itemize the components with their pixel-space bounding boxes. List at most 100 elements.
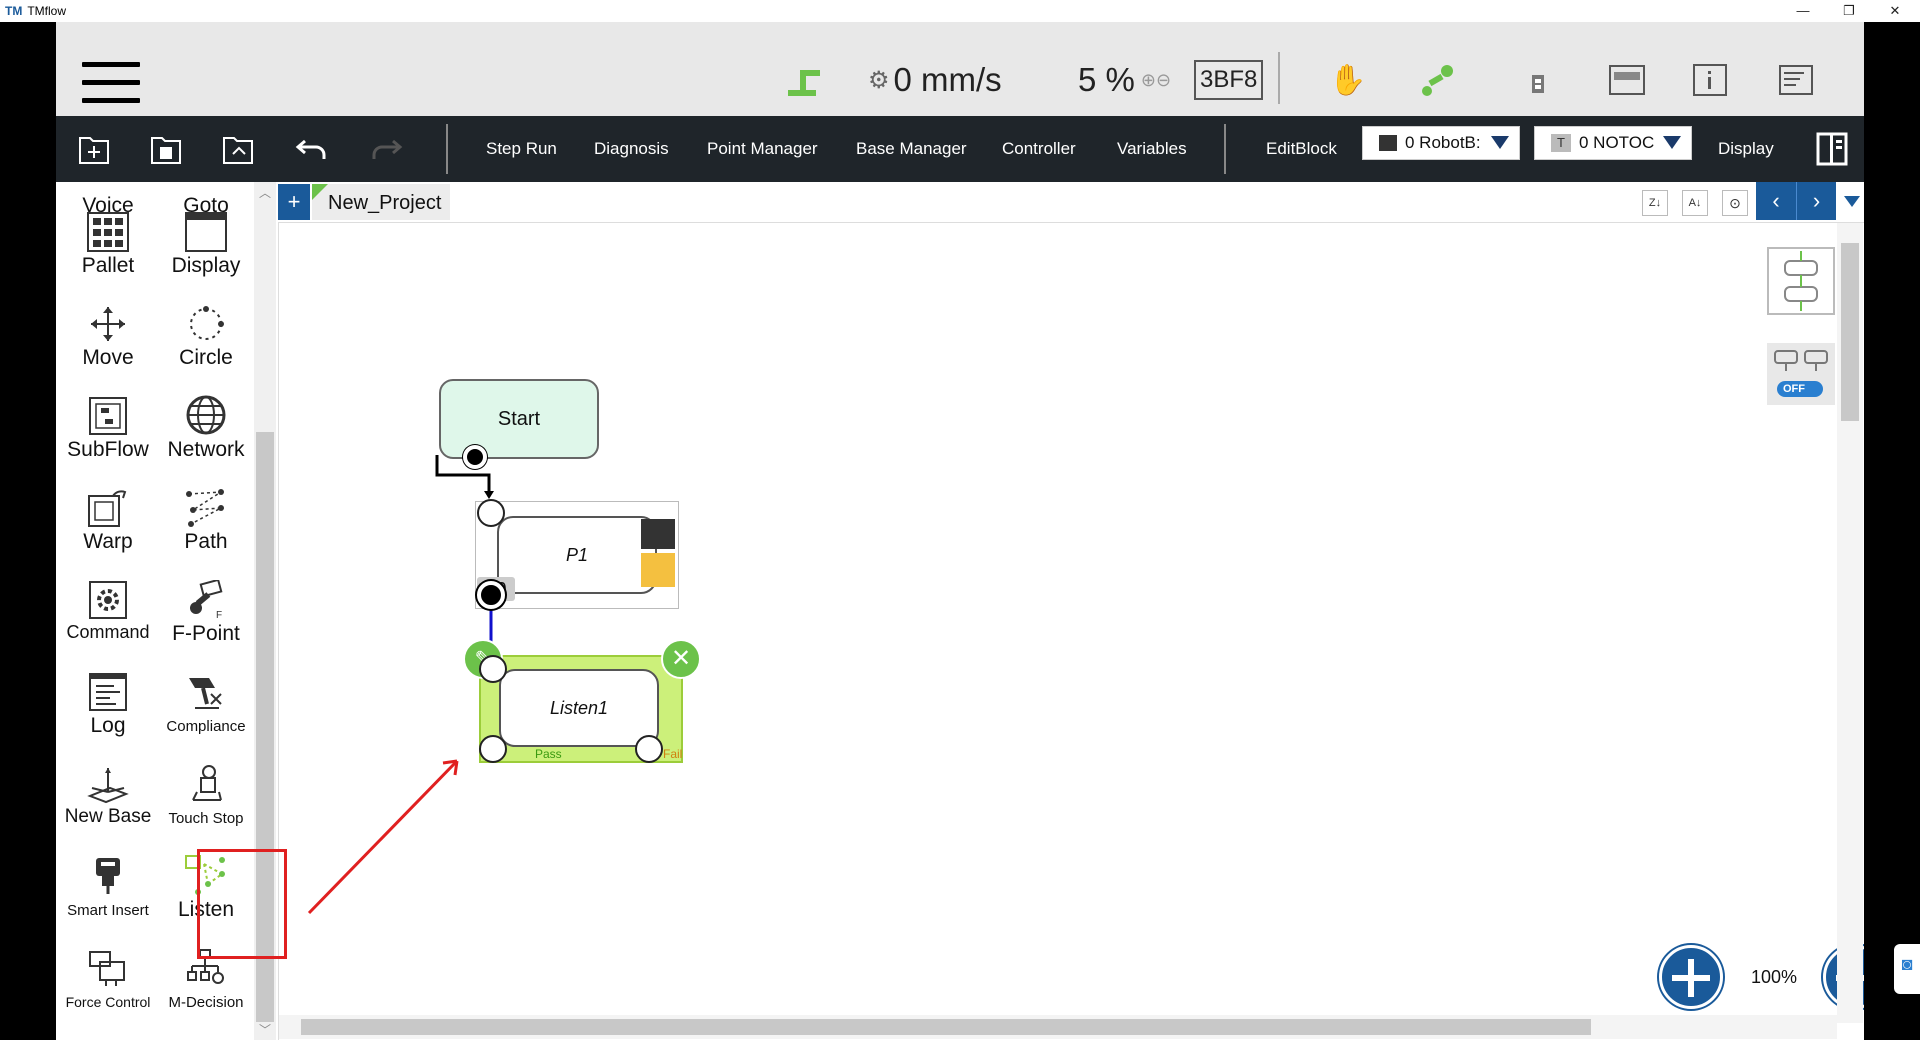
start-out-port[interactable]: [463, 445, 487, 469]
compliance-icon: [160, 662, 252, 712]
chevron-down-icon: [1663, 136, 1681, 149]
robot-pose-icon[interactable]: [1419, 58, 1457, 102]
listen-fail-port[interactable]: [635, 735, 663, 763]
node-touch-stop[interactable]: Touch Stop: [160, 754, 252, 844]
notes-icon[interactable]: [1778, 58, 1814, 102]
screen-icon[interactable]: [1608, 58, 1646, 102]
canvas-vertical-scrollbar[interactable]: [1837, 223, 1863, 1023]
globe-icon: [160, 386, 252, 436]
sort-za-icon[interactable]: A↓: [1682, 190, 1708, 216]
tab-new-project[interactable]: New_Project: [312, 184, 450, 220]
scrollbar-thumb[interactable]: [256, 432, 274, 1022]
plus-icon-vertical: [1688, 959, 1694, 997]
listen-pass-port[interactable]: [479, 735, 507, 763]
undo-icon[interactable]: [292, 116, 332, 182]
node-command[interactable]: Command: [62, 570, 154, 660]
display-button[interactable]: Display: [1718, 139, 1774, 158]
speed-percent: 5 % ⊕⊖: [1078, 58, 1171, 102]
canvas-horizontal-scrollbar[interactable]: [279, 1015, 1837, 1039]
edit-block-button[interactable]: EditBlock: [1266, 139, 1337, 158]
close-icon[interactable]: ✕: [1889, 3, 1901, 18]
add-tab-button[interactable]: +: [278, 184, 310, 220]
speed-adjust-icon[interactable]: ⊕⊖: [1140, 69, 1172, 90]
node-compliance[interactable]: Compliance: [160, 662, 252, 752]
tcp-select[interactable]: T 0 NOTOC: [1534, 126, 1692, 160]
node-pallet[interactable]: Pallet: [62, 202, 154, 292]
search-node-icon[interactable]: ⊙: [1722, 190, 1748, 216]
status-code: 3BF8: [1194, 60, 1264, 100]
toolbar-separator: [1224, 124, 1226, 174]
node-subflow[interactable]: SubFlow: [62, 386, 154, 476]
diagnosis-button[interactable]: Diagnosis: [594, 139, 669, 158]
layout-panel-icon[interactable]: [1812, 116, 1852, 182]
node-log[interactable]: Log: [62, 662, 154, 752]
variables-button[interactable]: Variables: [1117, 139, 1187, 158]
node-label: Smart Insert: [67, 902, 149, 919]
node-move[interactable]: Move: [62, 294, 154, 384]
step-run-button[interactable]: Step Run: [486, 139, 557, 158]
info-icon[interactable]: [1692, 58, 1728, 102]
delete-node-button[interactable]: ✕: [661, 639, 701, 679]
sort-az-icon[interactable]: Z↓: [1642, 190, 1668, 216]
p1-in-port[interactable]: [477, 499, 505, 527]
node-smart-insert[interactable]: Smart Insert: [62, 846, 154, 936]
tab-list-dropdown[interactable]: [1840, 182, 1864, 220]
controller-button[interactable]: Controller: [1002, 139, 1076, 158]
start-node[interactable]: Start: [439, 379, 599, 459]
start-label: Start: [497, 408, 541, 430]
title-bar: TM TMflow — ❐ ✕: [0, 0, 1920, 22]
zoom-in-button[interactable]: [1659, 945, 1723, 1009]
point-manager-button[interactable]: Point Manager: [707, 139, 818, 158]
node-label: SubFlow: [67, 438, 149, 461]
node-voice[interactable]: Voice: [62, 182, 154, 232]
status-header: ⚙ 0 mm/s 5 % ⊕⊖ 3BF8 ✋: [56, 22, 1864, 116]
listen-highlight-box: [197, 849, 287, 959]
minimize-icon[interactable]: —: [1796, 3, 1810, 18]
new-project-icon[interactable]: [74, 116, 114, 182]
node-warp[interactable]: Warp: [62, 478, 154, 568]
app-logo: TM: [5, 4, 23, 18]
open-project-icon[interactable]: [218, 116, 258, 182]
scroll-up-icon[interactable]: ︿: [258, 186, 271, 200]
save-project-icon[interactable]: [146, 116, 186, 182]
subflow-icon: [62, 386, 154, 436]
auto-layout-toggle[interactable]: OFF: [1767, 343, 1835, 405]
scrollbar-thumb[interactable]: [1841, 243, 1859, 421]
node-new-base[interactable]: New Base: [62, 754, 154, 844]
restore-icon[interactable]: ❐: [1843, 3, 1855, 18]
node-label: Voice: [82, 194, 134, 217]
project-tab-bar: + New_Project Z↓ A↓ ⊙ ‹ ›: [278, 182, 1864, 222]
circle-dots-icon: [160, 294, 252, 344]
node-circle[interactable]: Circle: [160, 294, 252, 384]
p1-node[interactable]: P1: [497, 516, 657, 594]
nodes-scrollbar[interactable]: ︿ ﹀: [254, 182, 276, 1040]
node-path[interactable]: Path: [160, 478, 252, 568]
tcp-value: 0 NOTOC: [1579, 133, 1655, 152]
node-network[interactable]: Network: [160, 386, 252, 476]
listen-in-port[interactable]: [479, 655, 507, 683]
listen-node[interactable]: Listen1: [499, 669, 659, 747]
prev-tab-button[interactable]: ‹: [1756, 182, 1796, 220]
base-manager-button[interactable]: Base Manager: [856, 139, 967, 158]
next-tab-button[interactable]: ›: [1796, 182, 1836, 220]
menu-icon[interactable]: [82, 62, 140, 104]
robot-base-select[interactable]: 0 RobotB:: [1362, 126, 1520, 160]
node-label: Circle: [179, 346, 233, 369]
controller-icon[interactable]: [1530, 58, 1546, 102]
scroll-down-icon[interactable]: ﹀: [258, 1023, 271, 1037]
remote-assist-icon[interactable]: ◙: [1894, 944, 1920, 994]
node-m-decision[interactable]: M-Decision: [160, 938, 252, 1028]
p1-out-port[interactable]: [477, 581, 505, 609]
node-goto[interactable]: Goto: [160, 182, 252, 232]
scrollbar-thumb[interactable]: [301, 1019, 1591, 1035]
node-force-control[interactable]: Force Control: [62, 938, 154, 1028]
hand-guide-icon[interactable]: ✋: [1329, 63, 1367, 97]
node-label: Pallet: [81, 254, 135, 277]
flow-canvas[interactable]: Start P1 T0 Listen1 ✎ ✕ Pass Fail OFF: [278, 222, 1864, 1040]
node-display[interactable]: Display: [160, 202, 252, 292]
nodes-panel: Voice Goto Pallet Display Move Circle Su…: [56, 182, 276, 1040]
redo-icon[interactable]: [366, 116, 406, 182]
robot-arm-icon[interactable]: [784, 58, 824, 102]
layout-toggle-icon[interactable]: [1767, 247, 1835, 315]
